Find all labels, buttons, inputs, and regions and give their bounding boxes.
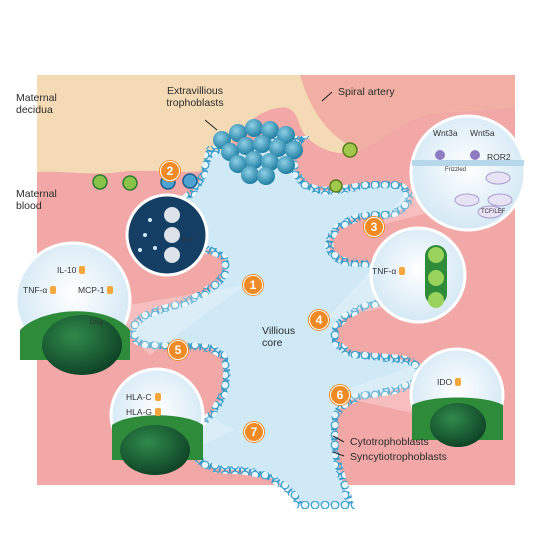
- badge-5: 5: [168, 340, 188, 360]
- inset-3: [409, 114, 527, 232]
- badge-4: 4: [309, 310, 329, 330]
- floating-cells: [92, 142, 358, 193]
- evt-cluster: [213, 119, 303, 185]
- syncytiotrophoblasts-label: Syncytiotrophoblasts: [350, 451, 447, 463]
- tcf-lef-label: TCF/LEF: [481, 209, 506, 215]
- hla-g-label: HLA-G: [126, 407, 161, 417]
- evt-label: EVT: [182, 238, 194, 244]
- wnt5a-label: Wnt5a: [470, 128, 495, 138]
- hla-c-label: HLA-C: [126, 392, 161, 402]
- spiral-artery-wall: [300, 75, 515, 150]
- ido-label: IDO: [437, 377, 462, 387]
- frizzled-label: Frizzled: [445, 167, 467, 173]
- tnf-a-left-label: TNF-α: [23, 285, 57, 295]
- badge-2: 2: [160, 161, 180, 181]
- inset-7: [109, 367, 205, 475]
- ror2-label: ROR2: [487, 152, 511, 162]
- inset-6: [409, 347, 505, 447]
- drug-label: Drug: [90, 320, 104, 326]
- inset-4: [369, 226, 467, 324]
- badge-1: 1: [243, 275, 263, 295]
- badge-6: 6: [330, 385, 350, 405]
- wnt3a-label: Wnt3a: [433, 128, 458, 138]
- tnf-a-right-label: TNF-α: [372, 266, 406, 276]
- mcp1-label: MCP-1: [78, 285, 114, 295]
- badge-7: 7: [244, 422, 264, 442]
- badge-3: 3: [364, 217, 384, 237]
- inset-5: [14, 241, 132, 375]
- spiral-artery-label: Spiral artery: [338, 86, 395, 98]
- inset-2: [125, 193, 209, 277]
- cytotrophoblasts-label: Cytotrophoblasts: [350, 436, 429, 448]
- il10-label: IL-10: [57, 265, 86, 275]
